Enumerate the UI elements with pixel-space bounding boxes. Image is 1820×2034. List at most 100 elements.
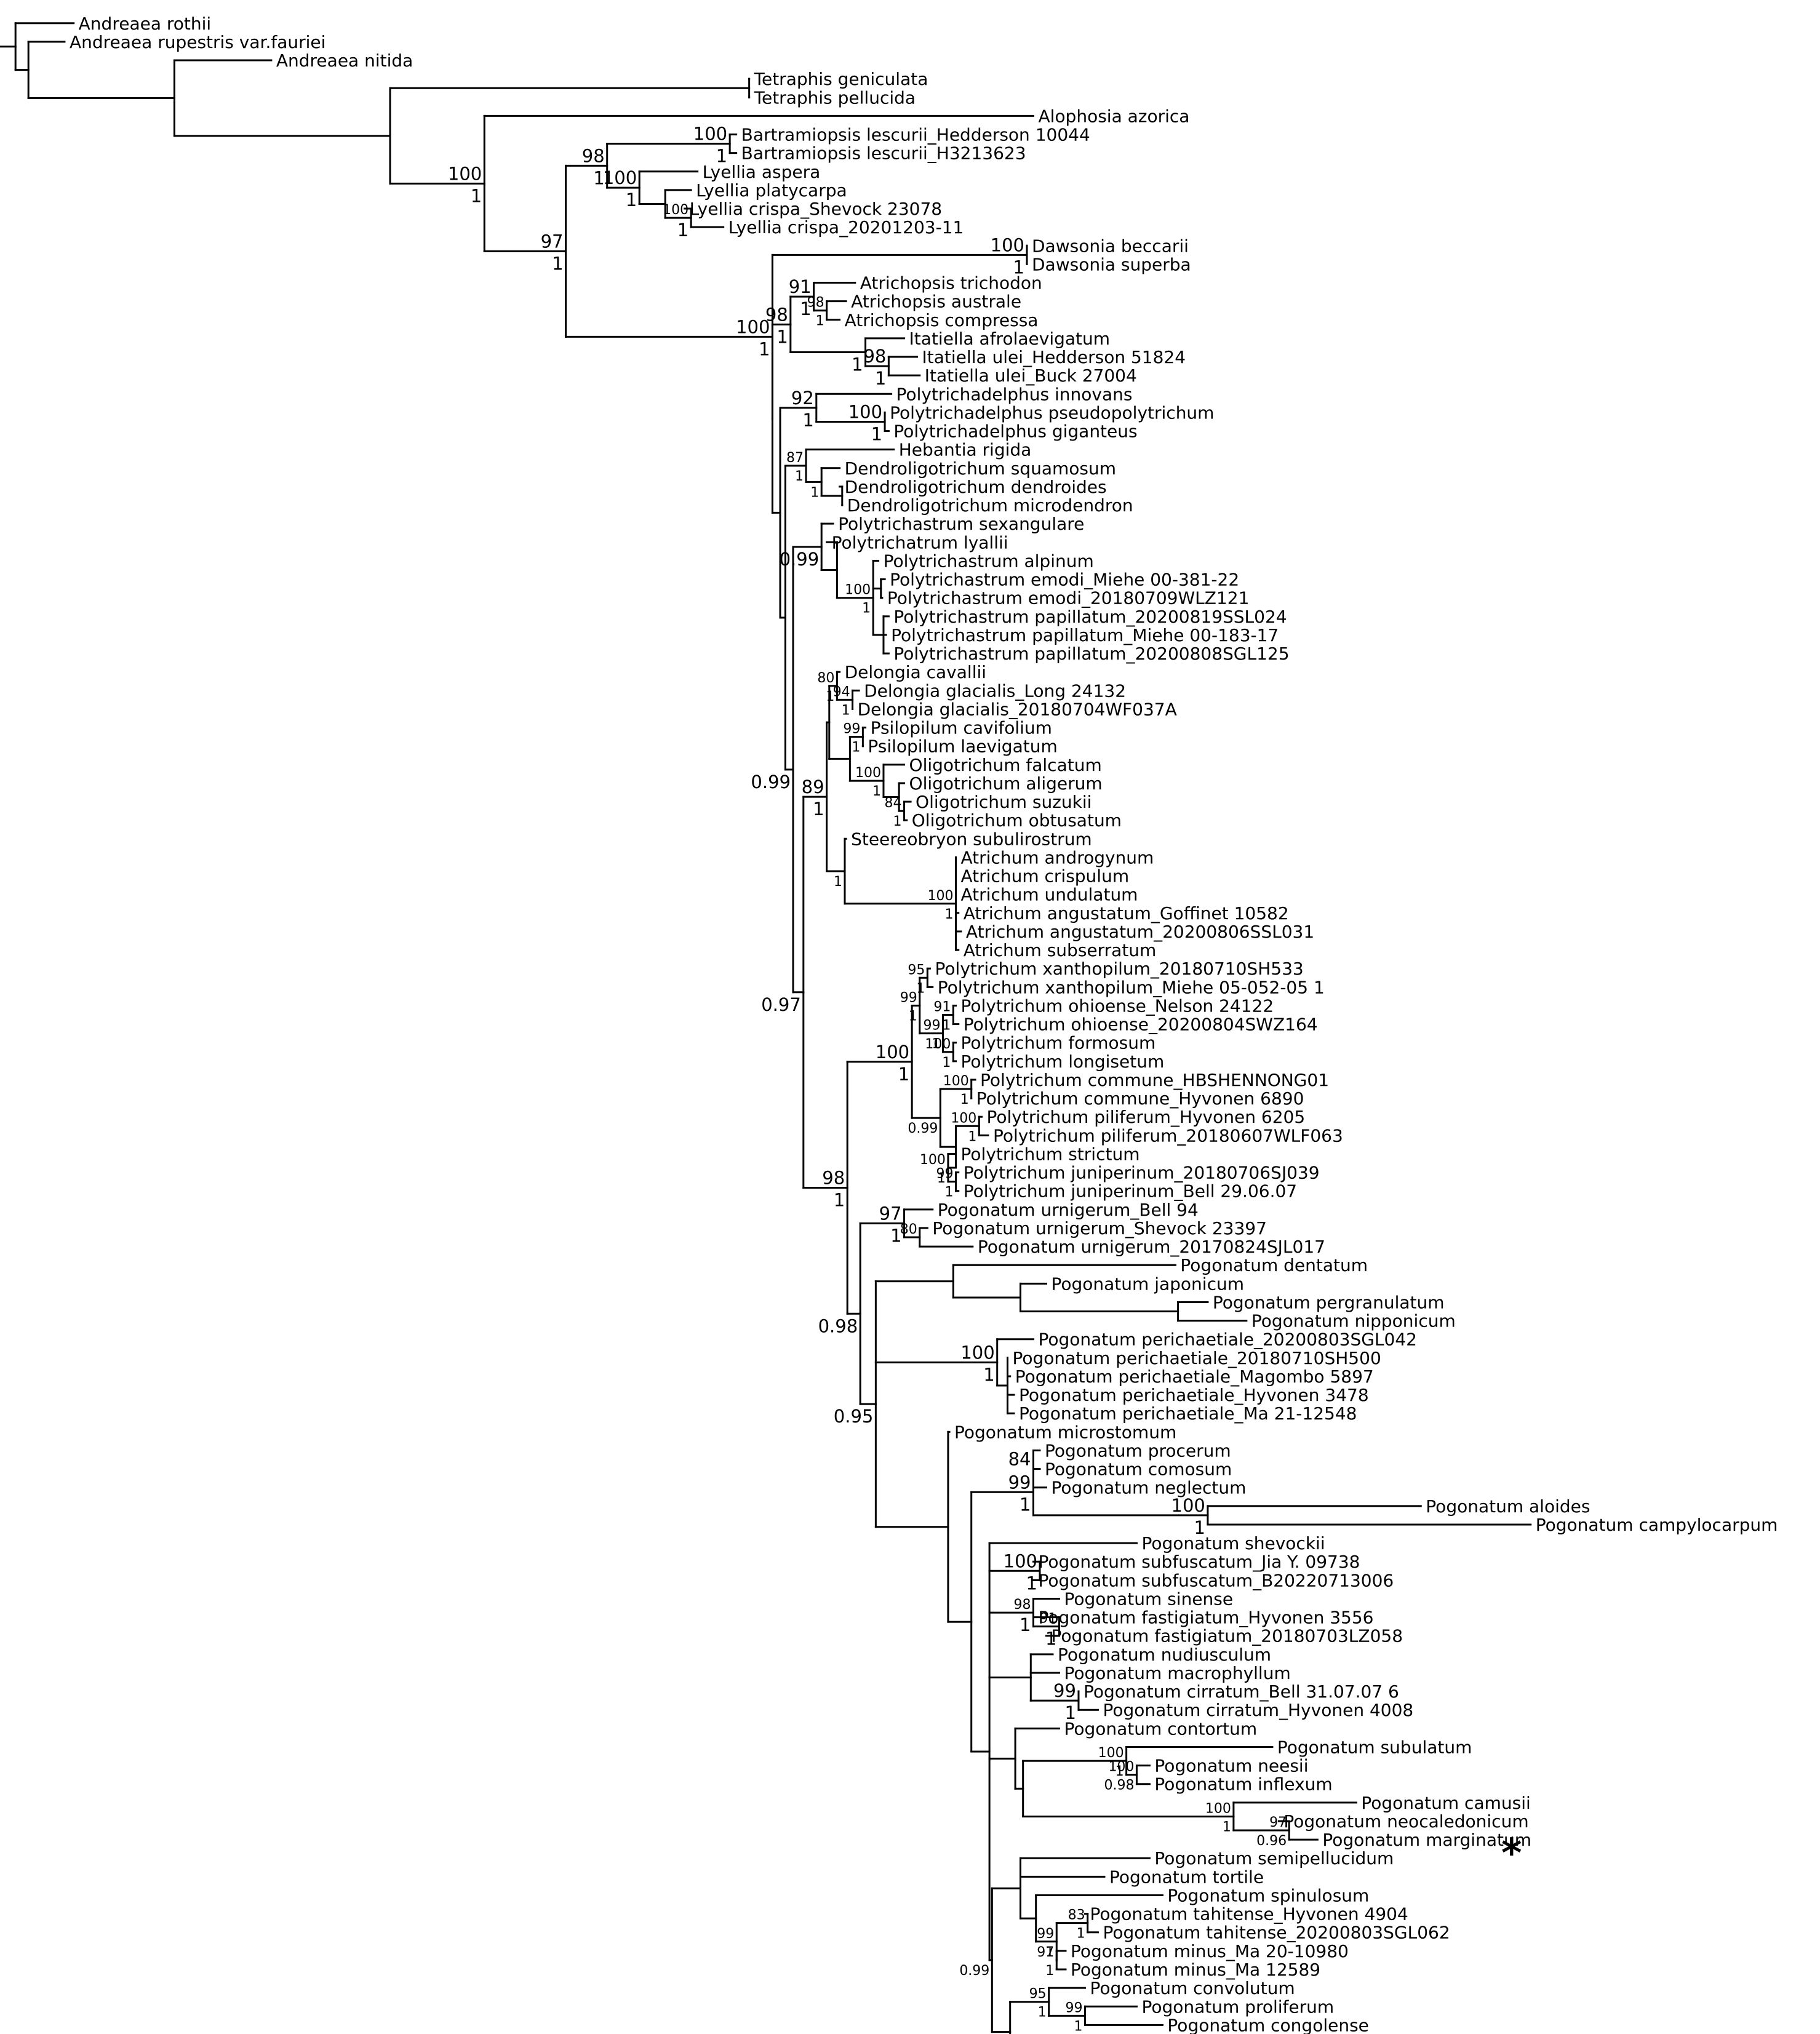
support-value: 99 bbox=[936, 1167, 954, 1182]
support-value: 1 bbox=[1020, 1614, 1031, 1635]
support-value: 84 bbox=[885, 796, 902, 811]
tip-label: Andreaea nitida bbox=[276, 50, 413, 71]
support-value: 100 bbox=[876, 1042, 909, 1063]
tip-label: Dendroligotrichum microdendron bbox=[847, 495, 1133, 516]
support-value: 98 bbox=[765, 304, 788, 325]
tip-label: Tetraphis pellucida bbox=[754, 87, 916, 108]
tip-label: Delongia cavallii bbox=[845, 662, 986, 682]
tip-label: Lyellia platycarpa bbox=[696, 180, 847, 201]
tip-label: Atrichum androgynum bbox=[961, 847, 1154, 867]
support-value: 0.96 bbox=[1256, 1833, 1287, 1849]
tip-label: Pogonatum camusii bbox=[1361, 1793, 1530, 1813]
support-value: 1 bbox=[968, 1129, 976, 1144]
tip-label: Atrichopsis australe bbox=[851, 292, 1021, 312]
tip-label: Pogonatum urnigerum_Bell 94 bbox=[938, 1200, 1199, 1220]
support-value: 99 bbox=[900, 990, 917, 1005]
support-value: 1 bbox=[677, 220, 688, 241]
support-value: 99 bbox=[1065, 2000, 1082, 2016]
support-value: 0.99 bbox=[908, 1121, 938, 1136]
support-value: 1 bbox=[1074, 2019, 1082, 2034]
support-value: 1 bbox=[810, 485, 819, 500]
highlight-asterisk: * bbox=[1501, 1831, 1522, 1876]
tip-label: Pogonatum macrophyllum bbox=[1064, 1663, 1290, 1683]
support-value: 95 bbox=[1029, 1987, 1047, 2002]
tip-label: Dendroligotrichum dendroides bbox=[845, 477, 1107, 497]
support-value: 100 bbox=[855, 765, 881, 781]
tip-label: Pogonatum comosum bbox=[1045, 1459, 1232, 1480]
tip-label: Pogonatum perichaetiale_20180710SH500 bbox=[1013, 1348, 1381, 1368]
tip-label: Atrichum crispulum bbox=[961, 866, 1130, 887]
tip-label: Pogonatum neesii bbox=[1154, 1756, 1308, 1776]
tip-label: Andreaea rupestris var.fauriei bbox=[70, 32, 325, 52]
tip-label: Pogonatum perichaetiale_Ma 21-12548 bbox=[1019, 1403, 1357, 1424]
support-value: 80 bbox=[817, 671, 834, 686]
support-value: 98 bbox=[863, 346, 886, 367]
tip-label: Pogonatum inflexum bbox=[1154, 1774, 1332, 1795]
tip-label: Pogonatum urnigerum_Shevock 23397 bbox=[932, 1218, 1267, 1238]
support-value: 0.98 bbox=[1104, 1778, 1134, 1793]
tip-label: Pogonatum campylocarpum bbox=[1536, 1515, 1778, 1535]
support-value: 100 bbox=[693, 124, 727, 145]
support-value: 1 bbox=[1020, 1494, 1031, 1515]
tip-label: Pogonatum cirratum_Hyvonen 4008 bbox=[1103, 1700, 1413, 1720]
support-value: 1 bbox=[842, 703, 850, 718]
support-value: 100 bbox=[1171, 1495, 1205, 1516]
support-value: 1 bbox=[471, 185, 482, 206]
tip-label: Pogonatum neocaledonicum bbox=[1283, 1811, 1528, 1832]
tip-label: Polytrichastrum emodi_Miehe 00-381-22 bbox=[890, 570, 1239, 590]
tip-label: Pogonatum japonicum bbox=[1051, 1274, 1244, 1294]
tip-label: Polytrichum formosum bbox=[961, 1033, 1156, 1053]
support-value: 0.99 bbox=[780, 549, 820, 570]
support-value: 1 bbox=[875, 368, 886, 389]
support-value: 89 bbox=[802, 776, 824, 797]
support-value: 1 bbox=[872, 784, 881, 799]
tip-label: Atrichum undulatum bbox=[961, 885, 1138, 905]
support-value: 99 bbox=[1008, 1472, 1031, 1493]
tip-label: Pogonatum fastigiatum_Hyvonen 3556 bbox=[1038, 1608, 1373, 1628]
support-value: 1 bbox=[1045, 1629, 1056, 1649]
tip-label: Polytrichum xanthopilum_20180710SH533 bbox=[935, 959, 1304, 979]
support-value: 1 bbox=[593, 167, 604, 188]
tip-label: Psilopilum laevigatum bbox=[868, 736, 1057, 757]
support-value: 100 bbox=[991, 234, 1024, 255]
tip-label: Pogonatum convolutum bbox=[1090, 1978, 1295, 1998]
support-value: 98 bbox=[807, 295, 824, 311]
support-value: 99 bbox=[1053, 1680, 1076, 1701]
support-value: 1 bbox=[916, 981, 925, 996]
support-value: 0.99 bbox=[959, 1963, 989, 1979]
support-value: 0.99 bbox=[751, 772, 791, 792]
tip-label: Tetraphis geniculata bbox=[754, 69, 928, 89]
tip-label: Atrichum angustatum_20200806SSL031 bbox=[966, 922, 1314, 942]
tip-label: Pogonatum neglectum bbox=[1051, 1478, 1246, 1498]
tip-label: Polytrichadelphus giganteus bbox=[893, 421, 1137, 442]
support-value: 1 bbox=[942, 1018, 951, 1034]
tip-label: Pogonatum tahitense_20200803SGL062 bbox=[1103, 1923, 1450, 1943]
tip-label: Pogonatum shevockii bbox=[1141, 1533, 1325, 1553]
support-value: 98 bbox=[1013, 1597, 1031, 1613]
support-value: 97 bbox=[879, 1203, 902, 1224]
tip-label: Pogonatum sinense bbox=[1064, 1589, 1233, 1609]
tip-label: Oligotrichum aligerum bbox=[909, 773, 1103, 794]
support-value: 84 bbox=[1008, 1449, 1031, 1470]
support-value: 1 bbox=[813, 799, 824, 820]
tip-label: Polytrichum commune_HBSHENNONG01 bbox=[980, 1070, 1329, 1090]
support-value: 80 bbox=[900, 1222, 917, 1237]
support-value: 0.95 bbox=[834, 1406, 874, 1427]
tip-label: Lyellia aspera bbox=[703, 162, 821, 182]
tip-label: Atrichum angustatum_Goffinet 10582 bbox=[964, 903, 1289, 923]
support-value: 100 bbox=[925, 1037, 951, 1052]
tip-label: Polytrichum ohioense_Nelson 24122 bbox=[961, 995, 1274, 1016]
tip-label: Pogonatum urnigerum_20170824SJL017 bbox=[978, 1237, 1325, 1257]
tip-label: Pogonatum contortum bbox=[1064, 1718, 1257, 1739]
tip-label: Itatiella ulei_Hedderson 51824 bbox=[922, 347, 1186, 367]
tip-label: Polytrichastrum emodi_20180709WLZ121 bbox=[887, 588, 1250, 608]
support-value: 1 bbox=[983, 1364, 994, 1385]
tip-label: Pogonatum aloides bbox=[1426, 1496, 1590, 1517]
support-value: 1 bbox=[852, 354, 863, 375]
support-value: 1 bbox=[1194, 1517, 1205, 1538]
support-value: 1 bbox=[960, 1092, 969, 1107]
support-value: 1 bbox=[945, 907, 954, 922]
tip-label: Psilopilum cavifolium bbox=[871, 718, 1052, 738]
tip-label: Pogonatum subfuscatum_B20220713006 bbox=[1038, 1570, 1394, 1590]
